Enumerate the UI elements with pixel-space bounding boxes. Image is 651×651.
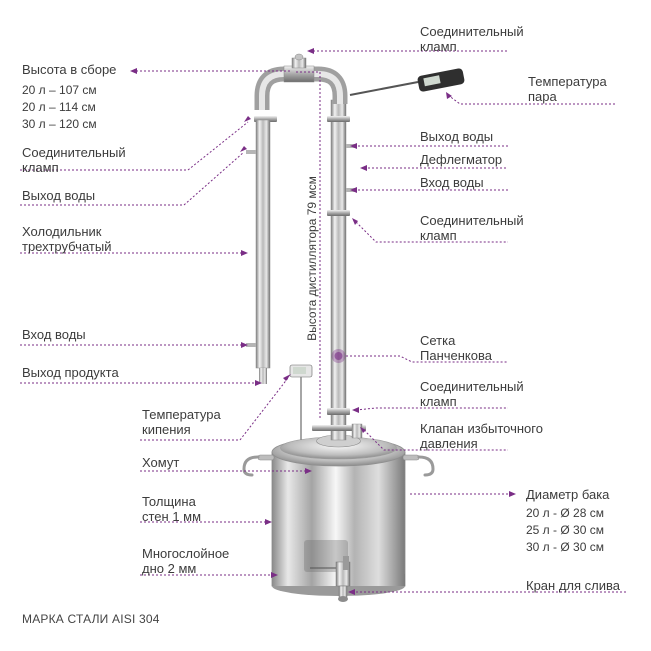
water-out-right-label: Выход воды [420, 129, 494, 144]
height-assembled-line-1: 20 л – 107 см [22, 83, 97, 97]
tank-diameter-line-3: 30 л - Ø 30 см [526, 540, 604, 554]
tank-diameter-title: Диаметр бака [526, 487, 610, 502]
arrow-heads [130, 48, 516, 595]
column-top-bend [254, 53, 348, 122]
leader-lines [20, 50, 628, 593]
clamp-ring-label: Хомут [142, 455, 180, 470]
tank-handle-left [257, 454, 275, 461]
dephlegmator-label: Дефлегматор [420, 152, 503, 167]
tank-diameter-line-1: 20 л - Ø 28 см [526, 506, 604, 520]
column [312, 99, 366, 441]
boil-thermometer [289, 364, 313, 440]
tank-diameter-line-2: 25 л - Ø 30 см [526, 523, 604, 537]
water-in-right-label: Вход воды [420, 175, 484, 190]
height-assembled-line-2: 20 л – 114 см [22, 100, 96, 114]
pressure-valve [351, 423, 363, 439]
cooler [246, 119, 271, 384]
drain-label: Кран для слива [526, 578, 620, 593]
tank-handle-right [402, 454, 420, 461]
height-assembled-line-3: 30 л – 120 см [22, 117, 97, 131]
drain-tap [335, 556, 351, 602]
water-out-left-label: Выход воды [22, 188, 96, 203]
water-in-left-label: Вход воды [22, 327, 86, 342]
vapor-thermometer [349, 68, 465, 96]
height-assembled-title: Высота в сборе [22, 62, 117, 77]
column-height-label: Высота дистиллятора 79 мсм [304, 176, 319, 341]
product-out-label: Выход продукта [22, 365, 119, 380]
steel-grade-footer: МАРКА СТАЛИ AISI 304 [22, 612, 160, 626]
